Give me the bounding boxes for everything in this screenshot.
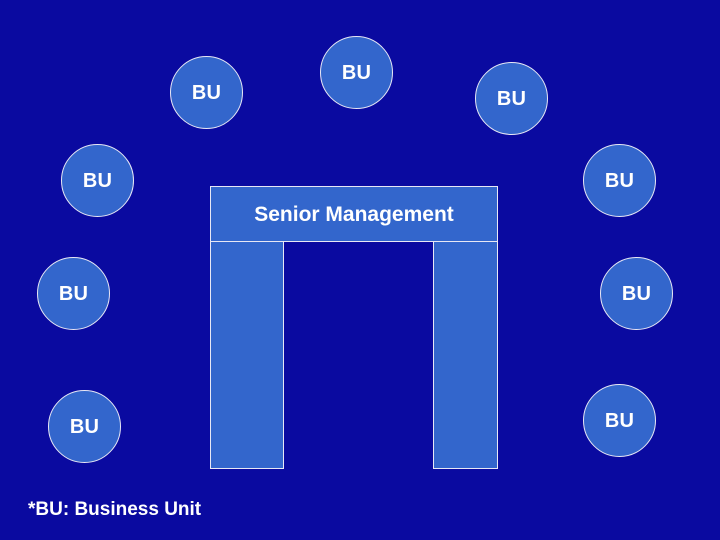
senior-management-arch[interactable]: Senior Management (210, 186, 498, 469)
business-unit-label: BU (191, 81, 222, 104)
business-unit-label: BU (604, 409, 635, 432)
business-unit-label: BU (82, 169, 113, 192)
business-unit-label: BU (604, 169, 635, 192)
business-unit-circle-lower-right[interactable]: BU (600, 257, 673, 330)
arch-top-bar[interactable]: Senior Management (210, 186, 498, 242)
senior-management-label: Senior Management (254, 202, 454, 226)
business-unit-circle-top-right[interactable]: BU (475, 62, 548, 135)
arch-right-leg (433, 241, 498, 469)
business-unit-label: BU (621, 282, 652, 305)
business-unit-circle-mid-left[interactable]: BU (61, 144, 134, 217)
business-unit-circle-lower-left[interactable]: BU (37, 257, 110, 330)
business-unit-circle-bottom-left[interactable]: BU (48, 390, 121, 463)
business-unit-circle-top-center[interactable]: BU (320, 36, 393, 109)
business-unit-label: BU (341, 61, 372, 84)
arch-left-leg (210, 241, 284, 469)
business-unit-circle-mid-right[interactable]: BU (583, 144, 656, 217)
business-unit-label: BU (496, 87, 527, 110)
footnote-legend: *BU: Business Unit (28, 499, 202, 520)
business-unit-label: BU (58, 282, 89, 305)
business-unit-label: BU (69, 415, 100, 438)
business-unit-circle-top-left[interactable]: BU (170, 56, 243, 129)
business-unit-circle-bottom-right[interactable]: BU (583, 384, 656, 457)
